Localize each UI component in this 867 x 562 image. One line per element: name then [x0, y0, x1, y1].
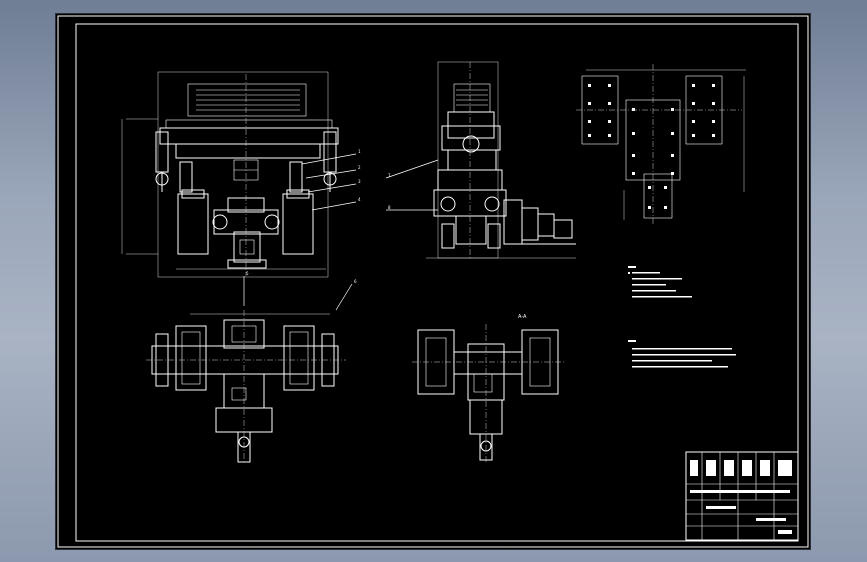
side-view	[426, 61, 576, 260]
leader-line	[385, 159, 439, 179]
leader-line	[305, 169, 357, 179]
leader-number: 1	[358, 149, 361, 154]
leader-number: 6	[354, 279, 357, 284]
inner-border	[75, 23, 799, 542]
section-label: A-A	[518, 314, 527, 320]
outer-border	[57, 15, 809, 548]
leader-number: 2	[358, 165, 361, 170]
leader-number: 7	[388, 173, 391, 178]
leader-line	[307, 183, 357, 193]
leader-number: 3	[358, 179, 361, 184]
leader-line	[301, 153, 357, 165]
foundation-view	[576, 64, 746, 226]
cad-drawing-viewport[interactable]: A-A	[56, 14, 810, 549]
leader-number: 8	[388, 205, 391, 210]
section-view: A-A	[412, 314, 564, 464]
leader-line	[335, 283, 353, 311]
leader-number: 5	[246, 271, 249, 276]
anchor-bolt-pattern	[588, 84, 715, 209]
leader-line	[311, 201, 357, 211]
drawing-canvas: A-A	[57, 15, 809, 548]
front-view	[121, 71, 339, 278]
leader-lines: 1 2 3 4 5 6 7 8	[243, 149, 439, 311]
title-block	[685, 451, 799, 541]
leader-number: 4	[358, 197, 361, 202]
plan-view	[146, 310, 346, 464]
technical-notes	[628, 266, 736, 368]
